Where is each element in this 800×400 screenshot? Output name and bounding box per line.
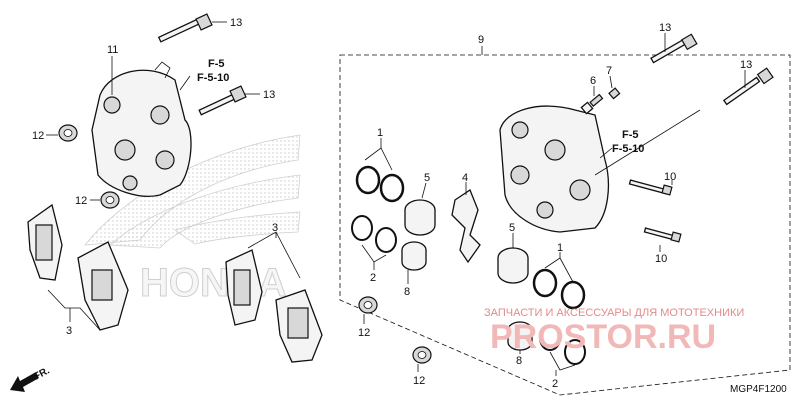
bleeder-valve-6 <box>580 93 604 115</box>
piston-8-right <box>507 321 533 351</box>
brake-pad-3-mid-b <box>275 289 323 363</box>
bolt-13-left-mid <box>198 85 247 116</box>
plug-12-lower-a <box>358 296 378 314</box>
dust-seal-2-left-a <box>351 215 373 241</box>
callout-13a: 13 <box>230 17 242 29</box>
piston-seal-1-left-b <box>379 173 405 203</box>
ref-right-f510: F-5-10 <box>612 143 644 155</box>
kit-boundary <box>339 54 791 396</box>
callout-13d: 13 <box>740 59 752 71</box>
callout-3a: 3 <box>66 325 72 337</box>
ref-left-f5: F-5 <box>208 58 225 70</box>
callout-12d: 12 <box>413 375 425 387</box>
honda-logo-text: HONDA <box>140 261 287 305</box>
callout-12a: 12 <box>32 130 44 142</box>
piston-seal-1-right-b <box>560 280 586 310</box>
callout-12b: 12 <box>75 195 87 207</box>
dust-seal-2-right-a <box>539 325 561 351</box>
piston-5-left <box>404 199 436 236</box>
honda-wing-logo: HONDA <box>84 134 301 306</box>
callout-11: 11 <box>107 44 118 56</box>
watermark-tagline: ЗАПЧАСТИ И АКСЕССУАРЫ ДЛЯ МОТОТЕХНИКИ <box>484 307 744 319</box>
callout-5b: 5 <box>509 222 515 234</box>
ref-right-f5: F-5 <box>622 129 639 141</box>
pad-spring-4 <box>451 189 481 264</box>
callout-1b: 1 <box>557 242 563 254</box>
front-label: FR. <box>32 365 52 382</box>
callout-1a: 1 <box>377 127 383 139</box>
callout-2a: 2 <box>370 272 376 284</box>
bleeder-cap-7 <box>608 87 621 100</box>
watermark-brand: PROSTOR.RU <box>490 318 716 356</box>
callout-10b: 10 <box>655 253 667 265</box>
front-arrow-icon <box>10 372 39 392</box>
dust-seal-2-right-b <box>564 339 586 365</box>
callout-4: 4 <box>462 172 468 184</box>
callout-10a: 10 <box>664 171 676 183</box>
callout-8a: 8 <box>404 286 410 298</box>
diagram-code: MGP4F1200 <box>730 384 787 395</box>
callout-7: 7 <box>606 65 612 77</box>
slide-pin-10-b <box>643 227 682 243</box>
plug-12-lower-b <box>412 346 432 364</box>
brake-pad-3-left-a <box>27 203 63 281</box>
bolt-13-right-a <box>650 33 698 64</box>
plug-12-left-a <box>58 124 78 142</box>
piston-seal-1-left-a <box>355 165 381 195</box>
piston-8-left <box>401 241 427 271</box>
bolt-13-left-top <box>157 13 213 43</box>
callout-5a: 5 <box>424 172 430 184</box>
plug-12-left-b <box>100 191 120 209</box>
piston-seal-1-right-a <box>532 268 558 298</box>
brake-pad-3-mid-a <box>225 249 263 326</box>
brake-pad-3-left-b <box>77 241 129 331</box>
callout-8b: 8 <box>516 355 522 367</box>
callout-2b: 2 <box>552 378 558 390</box>
callout-9: 9 <box>478 34 484 46</box>
callout-12c: 12 <box>358 327 370 339</box>
slide-pin-10-a <box>628 179 673 196</box>
callout-6: 6 <box>590 75 596 87</box>
dust-seal-2-left-b <box>375 227 397 253</box>
piston-5-right <box>497 247 529 284</box>
callout-13c: 13 <box>659 22 671 34</box>
right-caliper <box>499 105 610 233</box>
left-caliper <box>91 61 192 197</box>
ref-left-f510: F-5-10 <box>197 72 229 84</box>
callout-13b: 13 <box>263 89 275 101</box>
bolt-13-right-b <box>722 67 774 106</box>
callout-3b: 3 <box>272 222 278 234</box>
